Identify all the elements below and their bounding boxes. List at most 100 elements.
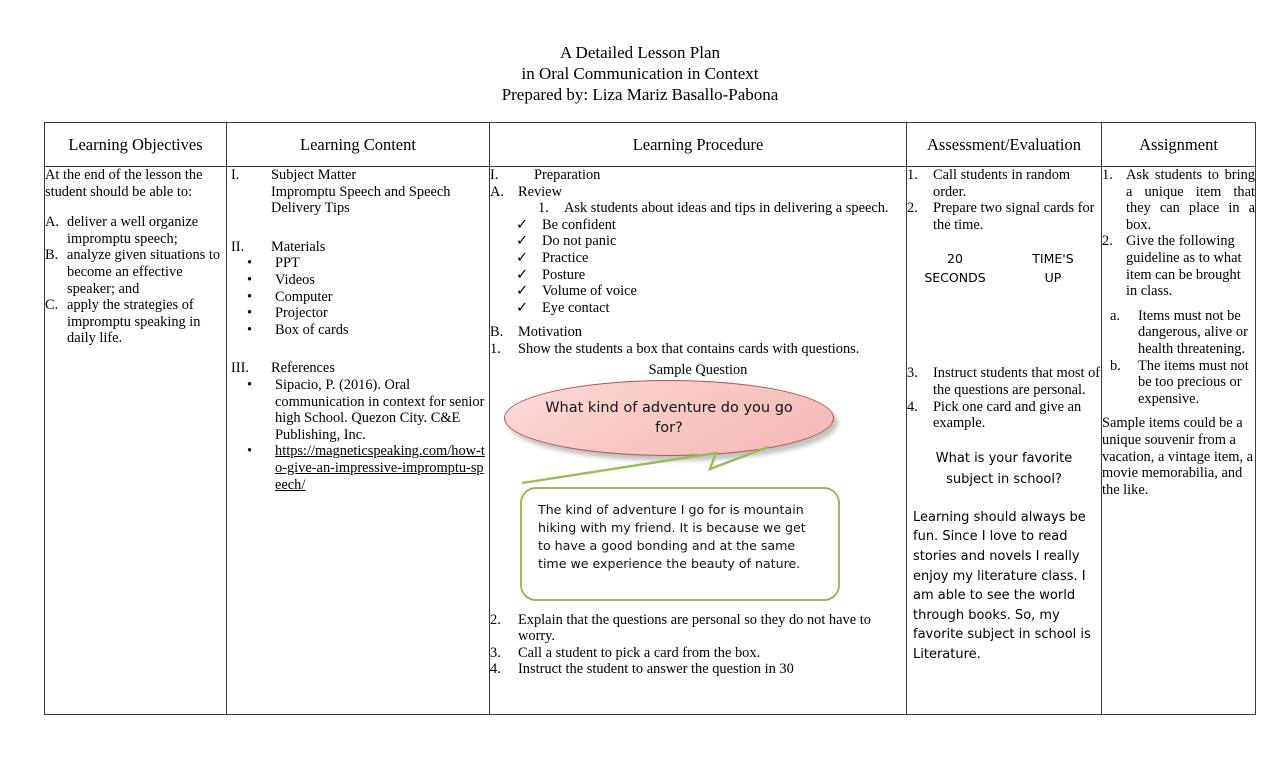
tip-item: ✓ Volume of voice	[490, 283, 906, 300]
table-header-row: Learning Objectives Learning Content Lea…	[44, 122, 1256, 167]
ellipse-body: What kind of adventure do you go for?	[504, 379, 834, 456]
assessment-item: 3. Instruct students that most of the qu…	[907, 365, 1101, 398]
assignment-guideline: b. The items must not be too precious or…	[1102, 358, 1255, 408]
answer-callout-shape: The kind of adventure I go for is mounta…	[520, 445, 840, 601]
assignment-marker: 1.	[1102, 167, 1113, 183]
cell-learning-procedure: I. Preparation A. Review 1. Ask students…	[489, 166, 907, 715]
tip-label: Posture	[542, 266, 586, 283]
tip-label: Be confident	[542, 216, 616, 233]
section-marker: III.	[231, 360, 249, 377]
title-line-3: Prepared by: Liza Mariz Basallo-Pabona	[501, 85, 779, 104]
check-icon: ✓	[516, 266, 529, 283]
reference-hyperlink[interactable]: https://magneticspeaking.com/how-to-give…	[275, 443, 485, 493]
bullet-icon: •	[247, 305, 253, 322]
section-marker: I.	[490, 167, 499, 183]
objective-marker: C.	[45, 297, 59, 314]
section-label: Review	[518, 183, 562, 200]
assignment-marker: 2.	[1102, 233, 1113, 250]
procedure-step: 2. Explain that the questions are person…	[490, 612, 906, 645]
objective-marker: B.	[45, 247, 59, 264]
signal-card-line1: TIME'S	[1032, 251, 1074, 267]
spacer	[227, 338, 489, 360]
header-assessment-evaluation: Assessment/Evaluation	[906, 122, 1102, 167]
bullet-icon: •	[247, 321, 253, 338]
reference-text: Sipacio, P. (2016). Oral communication i…	[275, 376, 485, 443]
assignment-text: Give the following guideline as to what …	[1126, 233, 1242, 300]
step-text: Ask students about ideas and tips in del…	[564, 200, 889, 217]
assignment-item: 2. Give the following guideline as to wh…	[1102, 233, 1255, 299]
section-marker: I.	[231, 167, 240, 183]
signal-card-line1: 20	[947, 251, 963, 267]
sample-question-label: Sample Question	[648, 361, 748, 378]
tip-item: ✓ Be confident	[490, 217, 906, 234]
bullet-icon: •	[247, 255, 253, 272]
section-heading: Materials	[271, 238, 326, 255]
assignment-item: 1. Ask students to bring a unique item t…	[1102, 167, 1255, 233]
header-assignment: Assignment	[1101, 122, 1256, 167]
step-marker: 1.	[538, 200, 549, 217]
objective-item: B. analyze given situations to become an…	[45, 247, 226, 297]
assessment-marker: 2.	[907, 200, 918, 217]
assessment-item: 2. Prepare two signal cards for the time…	[907, 200, 1101, 233]
material-label: Projector	[275, 305, 328, 322]
cell-assessment-evaluation: 1. Call students in random order. 2. Pre…	[906, 166, 1102, 715]
spacer	[1102, 300, 1255, 308]
step-text: Explain that the questions are personal …	[518, 611, 871, 645]
signal-cards-row: 20 SECONDS TIME'S UP	[907, 249, 1101, 287]
spacer	[45, 200, 226, 214]
material-label: Computer	[275, 288, 333, 305]
material-item: • PPT	[227, 255, 489, 272]
objective-item: C. apply the strategies of impromptu spe…	[45, 297, 226, 347]
check-icon: ✓	[516, 299, 529, 316]
guideline-marker: a.	[1110, 307, 1120, 324]
assessment-text: Pick one card and give an example.	[933, 398, 1082, 432]
procedure-step: 4. Instruct the student to answer the qu…	[490, 661, 906, 678]
material-label: PPT	[275, 255, 300, 272]
assessment-text: Call students in random order.	[933, 167, 1071, 200]
check-icon: ✓	[516, 233, 529, 250]
review-step: 1. Ask students about ideas and tips in …	[490, 200, 906, 217]
material-label: Videos	[275, 271, 315, 288]
tip-label: Volume of voice	[542, 283, 637, 300]
answer-text: The kind of adventure I go for is mounta…	[538, 501, 806, 571]
objective-marker: A.	[45, 214, 59, 231]
guideline-marker: b.	[1110, 357, 1121, 374]
assessment-sample-answer: Learning should always be fun. Since I l…	[913, 509, 1091, 662]
assessment-sample-question: What is your favorite subject in school?	[935, 450, 1073, 487]
step-text: Instruct the student to answer the quest…	[518, 661, 794, 678]
bullet-icon: •	[247, 443, 253, 460]
bullet-icon: •	[247, 271, 253, 288]
signal-card-line2: UP	[1044, 270, 1062, 286]
spacer	[490, 316, 906, 324]
content-section-materials: II. Materials	[227, 239, 489, 256]
procedure-step: 3. Call a student to pick a card from th…	[490, 645, 906, 662]
material-item: • Projector	[227, 305, 489, 322]
header-learning-objectives: Learning Objectives	[44, 122, 227, 167]
procedure-section-review: A. Review	[490, 184, 906, 201]
spacer	[907, 287, 1101, 365]
section-body: Impromptu Speech and Speech Delivery Tip…	[271, 183, 451, 217]
step-marker: 3.	[490, 644, 501, 661]
callout-tail-icon	[521, 445, 769, 484]
cell-learning-objectives: At the end of the lesson the student sho…	[44, 166, 227, 715]
tip-label: Do not panic	[542, 233, 617, 250]
step-marker: 2.	[490, 611, 501, 628]
spacer	[227, 217, 489, 239]
tip-item: ✓ Eye contact	[490, 300, 906, 317]
objective-text: apply the strategies of impromptu speaki…	[67, 297, 201, 347]
cell-learning-content: I. Subject Matter Impromptu Speech and S…	[226, 166, 490, 715]
cell-assignment: 1. Ask students to bring a unique item t…	[1101, 166, 1256, 715]
title-line-1: A Detailed Lesson Plan	[559, 43, 721, 62]
content-section-subject-matter: I. Subject Matter Impromptu Speech and S…	[227, 167, 489, 217]
check-icon: ✓	[516, 283, 529, 300]
section-label: Preparation	[534, 167, 601, 183]
title-line-2: in Oral Communication in Context	[521, 64, 759, 83]
check-icon: ✓	[516, 216, 529, 233]
motivation-step: 1. Show the students a box that contains…	[490, 341, 906, 358]
lesson-plan-table: Learning Objectives Learning Content Lea…	[44, 122, 1256, 715]
assessment-text: Instruct students that most of the quest…	[933, 365, 1101, 398]
objective-text: deliver a well organize impromptu speech…	[67, 214, 199, 247]
guideline-text: Items must not be dangerous, alive or he…	[1138, 307, 1248, 357]
tip-item: ✓ Posture	[490, 267, 906, 284]
content-section-references: III. References	[227, 360, 489, 377]
